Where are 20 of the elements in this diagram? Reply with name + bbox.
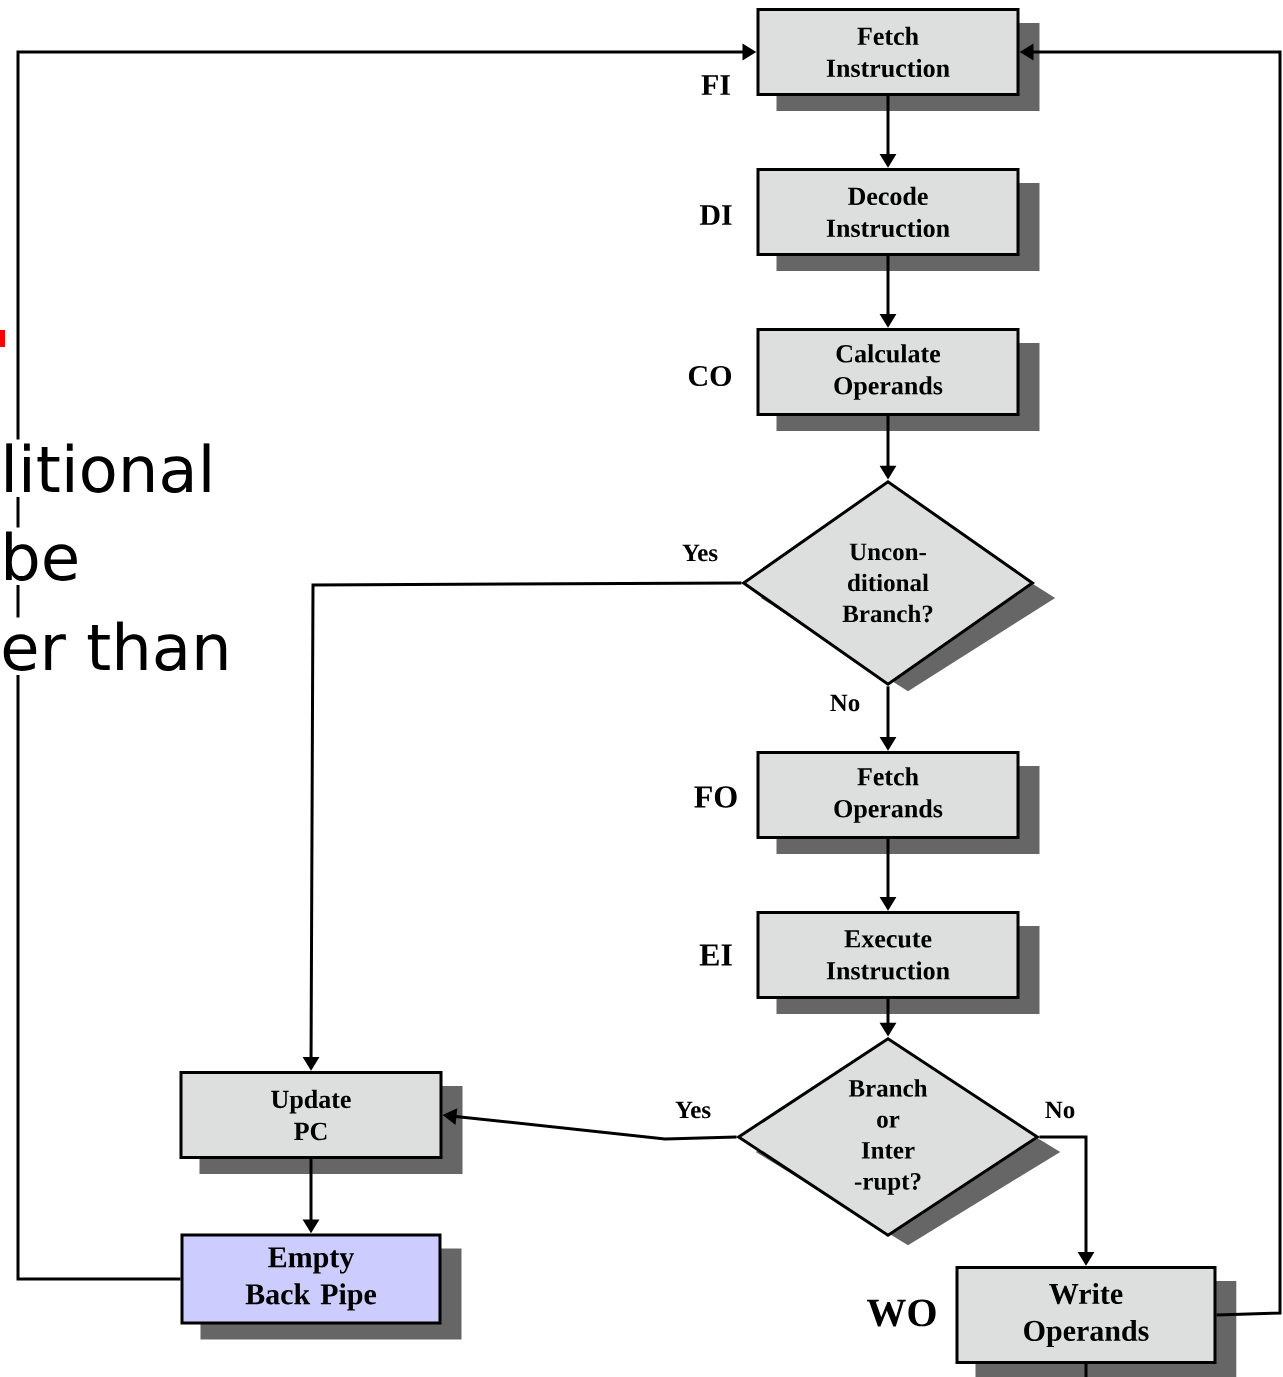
stage-label: CO (688, 365, 732, 387)
process-box: Fetch Operands (756, 751, 1040, 854)
process-box: Empty Back Pipe (180, 1233, 462, 1340)
process-box: Calculate Operands (756, 328, 1040, 431)
stage-label: DI (699, 205, 732, 225)
edge-label: Yes (673, 1100, 713, 1120)
stage-label: FO (694, 786, 737, 808)
process-box: Update PC (179, 1071, 463, 1174)
process-box: Execute Instruction (756, 911, 1040, 1014)
process-box: Decode Instruction (756, 168, 1040, 271)
edge-label: No (828, 693, 862, 713)
edge-label: Yes (680, 543, 720, 563)
process-box: Fetch Instruction (756, 8, 1040, 111)
stage-label: EI (699, 944, 732, 966)
slide-text: er than (0, 617, 232, 675)
stage-label: WO (867, 1299, 936, 1327)
stage-label: FI (701, 75, 730, 95)
process-box: Write Operands (955, 1266, 1237, 1377)
slide-text: litional (0, 439, 216, 497)
slide-text: be (0, 527, 81, 585)
